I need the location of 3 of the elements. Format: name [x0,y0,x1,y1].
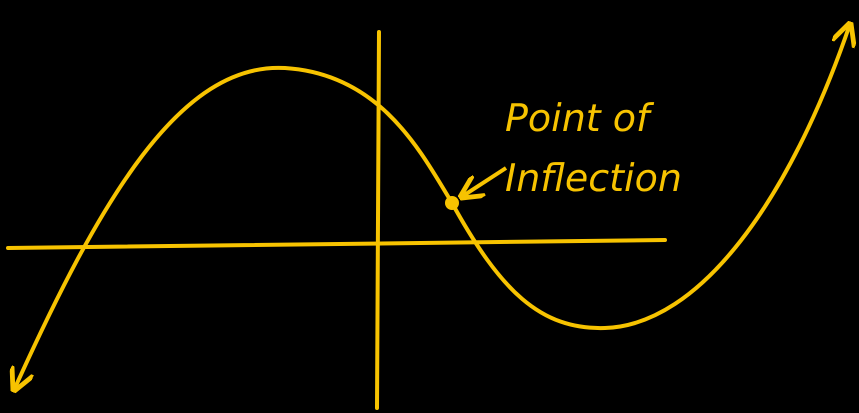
annotation-text: Point of Inflection [505,88,735,208]
inflection-point-dot [445,196,459,210]
leader-arrow [456,166,508,201]
